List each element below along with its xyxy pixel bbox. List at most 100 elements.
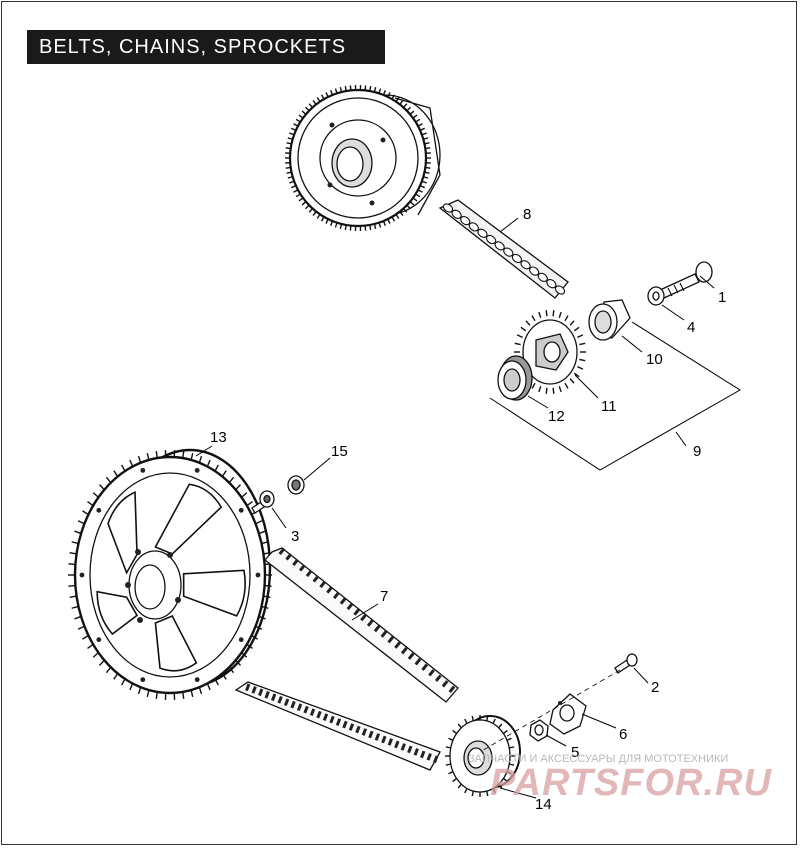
sprocket-tooth [457, 723, 462, 729]
belt-tooth [312, 575, 320, 583]
basket-tooth [406, 204, 411, 210]
chain-link [451, 209, 462, 219]
callout-5: 5 [571, 744, 579, 761]
belt-tooth [339, 597, 347, 605]
basket-tooth [382, 90, 386, 96]
belt-sprocket-tooth [190, 452, 194, 461]
sprocket-tooth [448, 737, 454, 742]
belt-sprocket-tooth [113, 673, 119, 680]
basket-tooth [286, 142, 292, 145]
belt-sprocket-tooth [99, 484, 105, 491]
basket-tooth [339, 223, 343, 230]
basket-tooth [334, 88, 338, 94]
basket-tooth [286, 171, 292, 174]
sprocket-tooth [471, 790, 475, 797]
belt-sprocket-tooth [87, 500, 94, 507]
callout-11: 11 [601, 398, 617, 415]
basket-tooth [364, 85, 367, 91]
belt-sprocket-tooth [251, 634, 258, 640]
sprocket-tooth [498, 783, 503, 789]
sprocket-tooth [579, 342, 586, 346]
belt-tooth [283, 698, 290, 707]
belt-tooth [400, 646, 408, 655]
chain-link [546, 279, 557, 289]
sprocket-tooth [464, 718, 468, 724]
basket-tooth [412, 114, 418, 119]
chain-link [520, 260, 531, 270]
belt-sprocket-tooth [137, 687, 142, 695]
transmission-sprocket-drawing [445, 715, 521, 797]
basket-tooth [334, 222, 338, 228]
sprocket-tooth [457, 783, 462, 789]
sprocket-spoke [96, 590, 139, 636]
belt-tooth [326, 586, 333, 594]
belt-sprocket-tooth [137, 455, 142, 463]
lock-plate-drawing [549, 693, 587, 735]
basket-tooth [417, 189, 423, 193]
basket-tooth [295, 118, 301, 123]
basket-tooth [391, 94, 396, 100]
basket-tooth [301, 110, 307, 115]
rim-bolt [194, 677, 200, 683]
belt-sprocket-tooth [146, 452, 150, 461]
basket-tooth [312, 211, 317, 216]
rim-bolt [255, 572, 261, 578]
belt-sprocket-tooth [68, 563, 76, 566]
rim-bolt [238, 507, 244, 513]
belt-tooth [329, 715, 335, 724]
basket-tooth [325, 218, 329, 224]
belt-sprocket-tooth [258, 615, 266, 620]
basket-tooth [421, 180, 427, 184]
axle-bolt-drawing [251, 490, 275, 514]
basket-tooth [320, 94, 325, 100]
belt-sprocket-tooth [69, 551, 77, 555]
nut-drawing [529, 719, 549, 742]
washer-drawing [647, 286, 665, 306]
sprocket-tooth [492, 718, 496, 724]
basket-tooth [391, 216, 396, 222]
belt-tooth [346, 602, 354, 611]
sprocket-tooth [558, 386, 562, 393]
basket-tooth [415, 118, 421, 123]
callout-9: 9 [693, 443, 701, 460]
basket-tooth [378, 88, 382, 94]
belt-tooth [290, 700, 296, 709]
sprocket-tooth [525, 320, 531, 326]
belt-sprocket-tooth [246, 500, 253, 507]
basket-tooth [382, 220, 386, 226]
chain-link [477, 228, 488, 238]
belt-tooth [342, 720, 348, 729]
sprocket-tooth [577, 366, 584, 370]
belt-tooth [387, 738, 393, 746]
belt-sprocket-tooth [246, 643, 253, 650]
callout-8: 8 [523, 206, 531, 223]
basket-tooth [395, 213, 400, 219]
basket-tooth [399, 211, 404, 216]
sprocket-tooth [545, 310, 548, 317]
belt-tooth [407, 745, 413, 754]
rim-bolt [140, 467, 146, 473]
sprocket-tooth [531, 315, 536, 322]
belt-tooth [309, 708, 316, 716]
watermark-caption: ЗАПЧАСТИ И АКСЕССУАРЫ ДЛЯ МОТОТЕХНИКИ [468, 753, 729, 765]
basket-tooth [423, 176, 429, 179]
basket-tooth [424, 171, 430, 174]
sprocket-tooth [485, 715, 489, 722]
basket-tooth [402, 103, 408, 108]
belt-tooth [448, 685, 456, 693]
basket-tooth [289, 180, 295, 184]
basket-tooth [409, 201, 415, 206]
basket-tooth [373, 223, 377, 230]
belt-tooth [394, 641, 401, 649]
belt-sprocket-tooth [198, 455, 203, 463]
chain-link [442, 203, 454, 213]
basket-tooth [339, 86, 343, 93]
belt-sprocket-tooth [264, 584, 272, 587]
belt-sprocket-tooth [182, 451, 185, 459]
belt-tooth [381, 735, 387, 744]
belt-sprocket-tooth [82, 510, 89, 516]
belt-sprocket-tooth [214, 678, 219, 686]
callout-2: 2 [651, 679, 659, 696]
belt-sprocket-tooth [241, 492, 248, 498]
